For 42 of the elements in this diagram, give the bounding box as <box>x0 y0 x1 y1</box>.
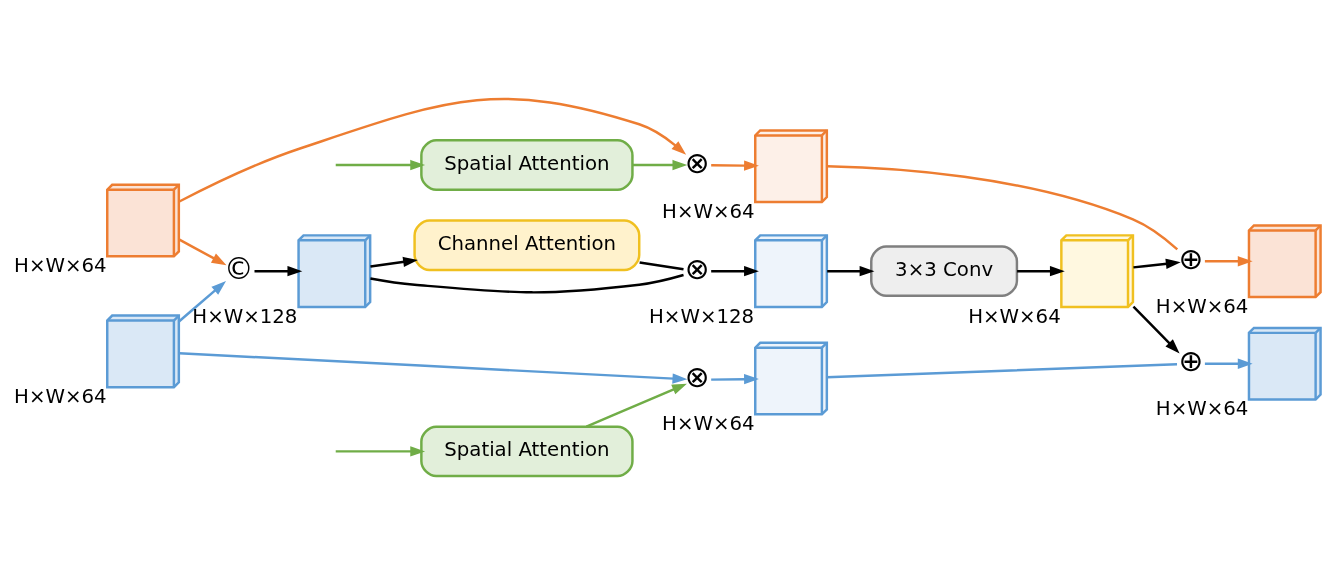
node-box: Channel Attention <box>413 218 641 271</box>
arrow <box>1132 305 1180 353</box>
node-box: Spatial Attention <box>420 424 634 477</box>
arrow <box>632 159 688 170</box>
arrow <box>1204 255 1253 266</box>
node-label: H×W×64 <box>662 199 755 223</box>
node-text: ⊕ <box>1178 241 1204 276</box>
node-text: ⊗ <box>684 359 710 394</box>
node-text: © <box>223 251 254 286</box>
arrow <box>585 383 687 428</box>
node-label: H×W×64 <box>1155 294 1249 318</box>
connector <box>639 260 684 270</box>
node-box: Spatial Attention <box>420 138 634 191</box>
connector <box>370 273 684 294</box>
node-label: H×W×64 <box>14 384 107 408</box>
node-label: H×W×64 <box>14 253 107 277</box>
connector <box>827 164 1179 250</box>
node-text: ⊗ <box>684 251 710 286</box>
node-label: H×W×64 <box>662 411 755 435</box>
arrow <box>711 265 759 276</box>
arrow <box>178 280 227 322</box>
arrow <box>1204 358 1253 369</box>
arrow <box>370 256 418 268</box>
arrow <box>254 265 303 276</box>
node-box: 3×3 Conv <box>870 244 1019 297</box>
arrow <box>827 265 875 276</box>
connector <box>826 362 1178 378</box>
arrow <box>1133 258 1181 269</box>
arrow <box>1017 265 1065 276</box>
node-text: ⊗ <box>684 145 710 180</box>
arrow <box>178 97 687 203</box>
arrow <box>335 445 426 457</box>
node-label: H×W×64 <box>1155 396 1249 420</box>
node-label: H×W×128 <box>192 304 298 328</box>
node-label: H×W×64 <box>968 304 1061 328</box>
arrow <box>711 159 759 171</box>
node-text: ⊕ <box>1178 343 1204 378</box>
arrow <box>335 159 426 170</box>
node-label: H×W×128 <box>649 304 755 328</box>
arrow <box>178 237 227 265</box>
arrow <box>711 373 759 384</box>
arrow <box>179 351 688 384</box>
